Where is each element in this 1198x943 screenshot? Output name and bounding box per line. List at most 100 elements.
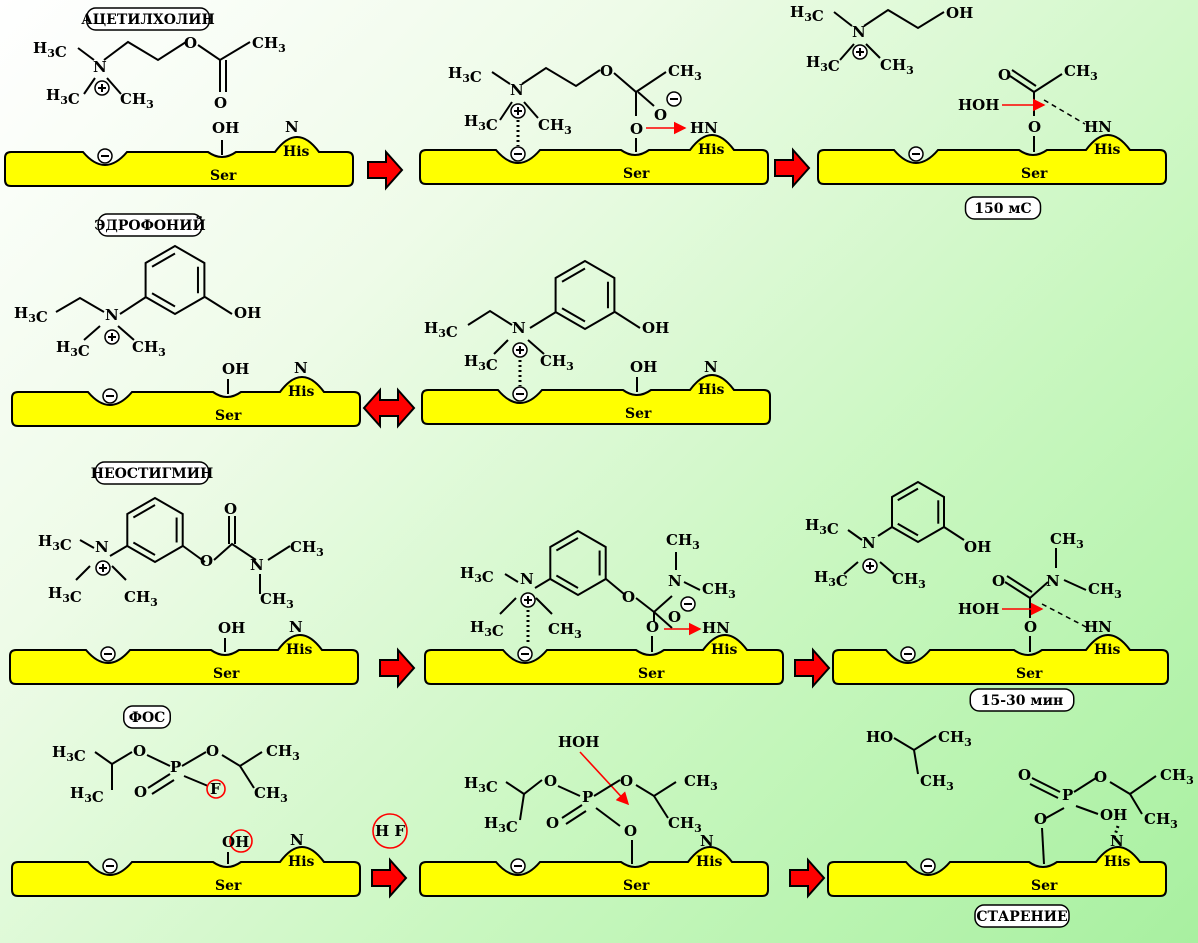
- oxygen: O: [600, 62, 613, 80]
- bond: [635, 781, 677, 798]
- bond: [683, 581, 701, 591]
- oxygen: O: [654, 106, 667, 124]
- nitrogen: N: [862, 534, 876, 552]
- methyl: CH3: [548, 620, 582, 641]
- bond: [77, 47, 95, 61]
- bond: [213, 542, 257, 561]
- oxygen: O: [646, 618, 659, 636]
- methyl: CH3: [668, 62, 702, 83]
- bond: [119, 296, 147, 315]
- bond: [181, 751, 207, 767]
- bond: [535, 597, 553, 615]
- time-15-30min-label: 15-30 мин: [969, 688, 1075, 712]
- nitrogen: N: [852, 23, 866, 41]
- hf-circle: [372, 813, 408, 849]
- methyl: H3C: [464, 112, 498, 134]
- bond: [1041, 827, 1045, 865]
- bond: [94, 751, 133, 766]
- bond: [614, 311, 641, 329]
- reversible-arrow: [362, 387, 416, 429]
- bond: [1006, 575, 1033, 593]
- nitrogen: N: [668, 572, 682, 590]
- serine-label: Ser: [213, 666, 240, 682]
- edrophonium-label: ЭДРОФОНИЙ: [94, 213, 206, 237]
- bond: [504, 573, 519, 583]
- his-nh: HN: [1084, 618, 1112, 636]
- bond: [103, 40, 187, 62]
- bond: [182, 545, 206, 563]
- bond: [1109, 775, 1157, 796]
- histidine-label: His: [1104, 854, 1131, 870]
- histidine-label: His: [698, 142, 725, 158]
- bond: [499, 101, 513, 121]
- neostigmine-ring: [126, 496, 184, 564]
- bond: [565, 810, 587, 825]
- methyl: CH3: [668, 814, 702, 835]
- methyl: CH3: [920, 772, 954, 793]
- bond: [1029, 581, 1049, 599]
- bond: [267, 545, 291, 561]
- serine-label: Ser: [623, 166, 650, 182]
- oxygen: O: [620, 772, 633, 790]
- methyl: CH3: [1050, 530, 1084, 551]
- oxygen: O: [200, 552, 213, 570]
- histidine-label: His: [288, 854, 315, 870]
- nitrogen: N: [512, 319, 526, 337]
- ionic-interaction: [1112, 825, 1120, 839]
- hydroxyl: HO: [866, 728, 893, 746]
- oxygen: O: [1018, 766, 1031, 784]
- methyl: CH3: [290, 538, 324, 559]
- bond: [493, 339, 509, 355]
- water: HOH: [958, 600, 999, 618]
- bond: [75, 565, 91, 581]
- bond: [527, 339, 545, 355]
- bond: [1009, 73, 1063, 94]
- his-nitrogen: N: [700, 832, 714, 850]
- methyl: CH3: [1160, 766, 1194, 787]
- methyl: CH3: [538, 116, 572, 137]
- hydroxyl: OH: [964, 538, 991, 556]
- histidine-label: His: [1094, 642, 1121, 658]
- bond: [523, 101, 539, 119]
- neostigmine-bound-ring: [549, 529, 607, 597]
- methyl: CH3: [540, 352, 574, 373]
- bond: [833, 11, 853, 27]
- bond: [519, 793, 525, 821]
- methyl: H3C: [806, 53, 840, 75]
- edrophonium-label-text: ЭДРОФОНИЙ: [94, 215, 205, 234]
- edrophonium-bound-ring: [554, 259, 616, 331]
- methyl: CH3: [120, 90, 154, 111]
- phosphate-hydroxyl: OH: [1100, 806, 1127, 824]
- methyl: H3C: [464, 774, 498, 796]
- bond: [79, 539, 95, 549]
- serine-label: Ser: [1031, 878, 1058, 894]
- nitrogen: N: [520, 570, 534, 588]
- phosphorus: P: [170, 758, 181, 776]
- methyl: H3C: [470, 618, 504, 640]
- oxygen: O: [546, 814, 559, 832]
- oxygen: O: [998, 66, 1011, 84]
- reaction-arrow: [379, 647, 416, 689]
- hydrogen-bond: [1043, 99, 1086, 125]
- serine-label: Ser: [215, 408, 242, 424]
- bond: [839, 43, 855, 61]
- methyl: CH3: [892, 570, 926, 591]
- nitrogen: N: [95, 538, 109, 556]
- his-nitrogen: N: [294, 359, 308, 377]
- histidine-label: His: [283, 144, 310, 160]
- aging-label-text: СТАРЕНИЕ: [976, 909, 1067, 925]
- bond: [1129, 793, 1143, 815]
- molecule-layer: [55, 8, 1157, 865]
- oxygen: O: [184, 34, 197, 52]
- bond: [593, 779, 621, 797]
- his-nitrogen: N: [290, 831, 304, 849]
- oxygen: O: [1094, 768, 1107, 786]
- methyl: CH3: [260, 590, 294, 611]
- methyl: CH3: [132, 338, 166, 359]
- serine-hydroxyl: OH: [630, 358, 657, 376]
- reaction-arrow: [794, 647, 831, 689]
- his-nh: HN: [702, 619, 730, 637]
- fos-label: ФОС: [123, 705, 171, 729]
